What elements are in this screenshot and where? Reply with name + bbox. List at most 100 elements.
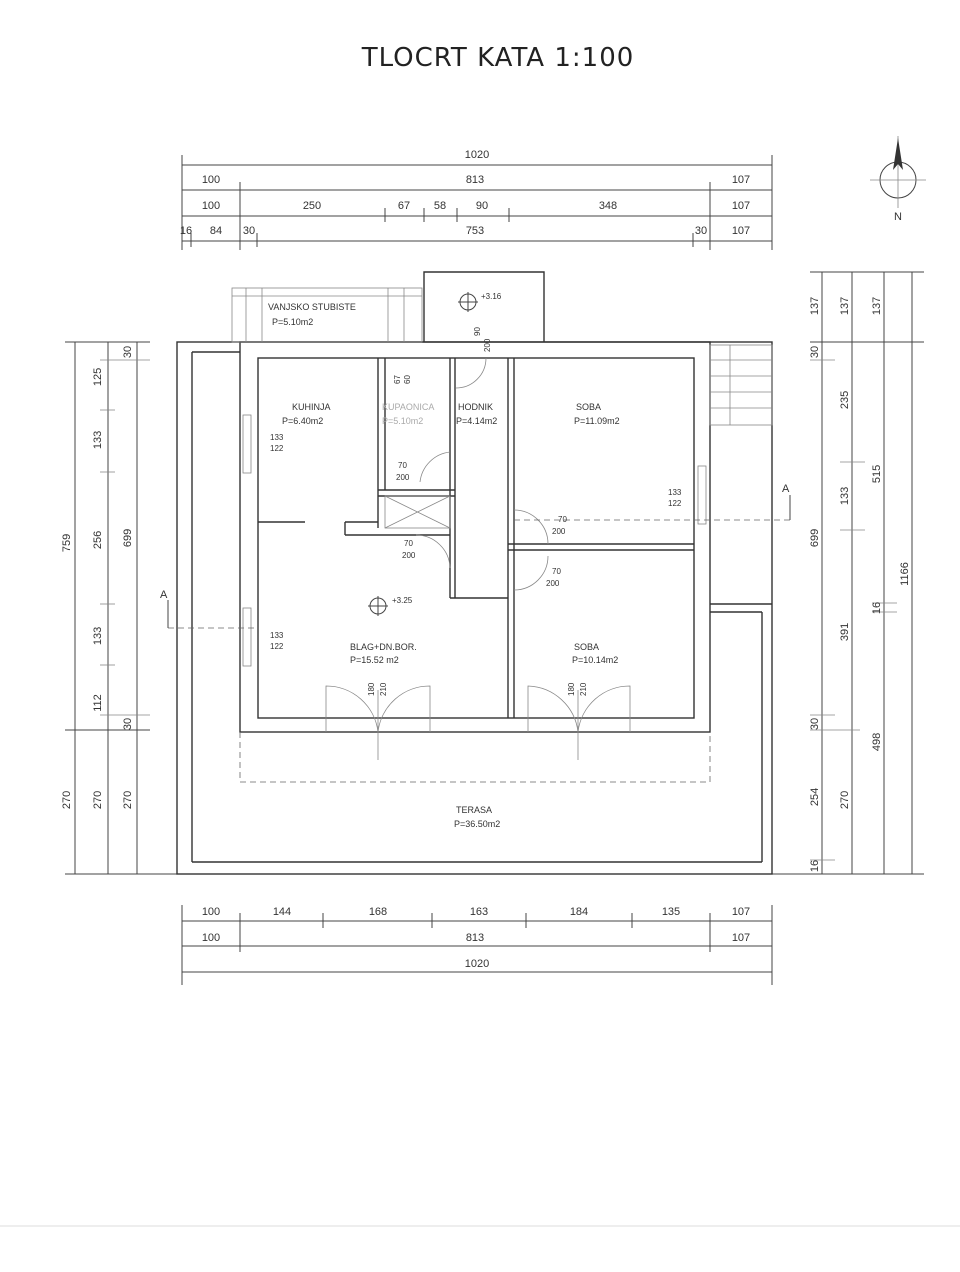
door-dim: 70 [404,539,413,548]
window-dim: 122 [270,642,284,651]
dim-label: 256 [92,531,104,549]
door-dim: 200 [552,527,566,536]
dim-label: 270 [92,791,104,809]
dim-label: 112 [92,694,104,712]
dim-label: 235 [839,391,851,409]
dim-label: 250 [303,200,321,212]
room-name-terrace: TERASA [456,805,492,815]
dim-label: 30 [122,718,134,730]
room-area-terrace: P=36.50m2 [454,819,500,829]
dim-label: 107 [732,174,750,186]
dim-label: 515 [871,465,883,483]
room-name-stairs: VANJSKO STUBISTE [268,302,356,312]
room-name-hall: HODNIK [458,402,493,412]
dim-label: 100 [202,906,220,918]
window-dim: 133 [270,631,284,640]
dim-label: 107 [732,200,750,212]
window-dim: 133 [668,488,682,497]
dim-label: 270 [122,791,134,809]
building-walls [167,271,791,875]
dim-label: 107 [732,932,750,944]
room-area-room1: P=11.09m2 [574,416,620,426]
dim-label: 254 [809,788,821,806]
section-marker-left: A [160,589,168,601]
door-dim: 67 [393,375,402,384]
dim-label: 30 [122,346,134,358]
dim-label: 100 [202,932,220,944]
door-dim: 90 [473,327,482,336]
dim-label: 100 [202,174,220,186]
door-dim: 210 [579,682,588,696]
dim-label: 813 [466,932,484,944]
dim-label: 498 [871,733,883,751]
dim-label: 107 [732,906,750,918]
dim-label: 144 [273,906,291,918]
dim-label: 135 [662,906,680,918]
dim-top-total: 1020 [465,149,489,161]
dim-label: 100 [202,200,220,212]
top-dimension-chains [181,155,773,250]
room-name-room1: SOBA [576,402,601,412]
door-dim: 200 [546,579,560,588]
dim-label: 125 [92,368,104,386]
dim-label: 30 [809,718,821,730]
right-dimension-chains [770,271,924,875]
dim-label: 137 [839,297,851,315]
dim-label: 348 [599,200,617,212]
room-area-dining: P=15.52 m2 [350,655,399,665]
door-dim: 70 [398,461,407,470]
section-marker-right: A [782,483,790,495]
dim-label: 391 [839,623,851,641]
dim-label: 107 [732,225,750,237]
door-dim: 70 [552,567,561,576]
north-label: N [894,211,902,223]
dim-label: 58 [434,200,446,212]
room-area-stairs: P=5.10m2 [272,317,313,327]
dim-label: 16 [871,602,883,614]
dim-label: 133 [92,431,104,449]
dim-label: 759 [61,534,73,552]
dim-label: 133 [839,487,851,505]
door-dim: 210 [379,682,388,696]
dim-label: 137 [871,297,883,315]
door-dim: 180 [567,682,576,696]
dim-label: 1166 [899,562,911,586]
dim-label: 84 [210,225,222,237]
level-label-upper: +3.16 [481,292,502,301]
room-area-kitchen: P=6.40m2 [282,416,323,426]
room-area-room2: P=10.14m2 [572,655,618,665]
room-name-room2: SOBA [574,642,599,652]
dim-label: 184 [570,906,588,918]
bottom-dimension-chains [181,905,773,985]
dim-label: 270 [839,791,851,809]
room-name-kitchen: KUHINJA [292,402,331,412]
dim-bottom-total: 1020 [465,958,489,970]
left-dimension-chains [65,341,190,875]
door-dim: 200 [402,551,416,560]
dim-label: 137 [809,297,821,315]
dim-label: 270 [61,791,73,809]
room-name-dining: BLAG+DN.BOR. [350,642,417,652]
dim-label: 699 [122,529,134,547]
dim-label: 163 [470,906,488,918]
dim-label: 67 [398,200,410,212]
dim-label: 133 [92,627,104,645]
dim-label: 90 [476,200,488,212]
room-name-bathroom: KUPAONICA [382,402,434,412]
plan-title: TLOCRT KATA 1:100 [361,43,635,73]
window-dim: 133 [270,433,284,442]
window-dim: 122 [668,499,682,508]
dim-label: 16 [809,860,821,872]
window-dim: 122 [270,444,284,453]
dim-label: 168 [369,906,387,918]
dim-label: 813 [466,174,484,186]
dim-label: 753 [466,225,484,237]
door-dim: 70 [558,515,567,524]
door-dim: 60 [403,375,412,384]
dim-label: 30 [243,225,255,237]
door-dim: 180 [367,682,376,696]
level-label-floor: +3.25 [392,596,413,605]
dim-label: 30 [695,225,707,237]
door-dim: 200 [483,338,492,352]
